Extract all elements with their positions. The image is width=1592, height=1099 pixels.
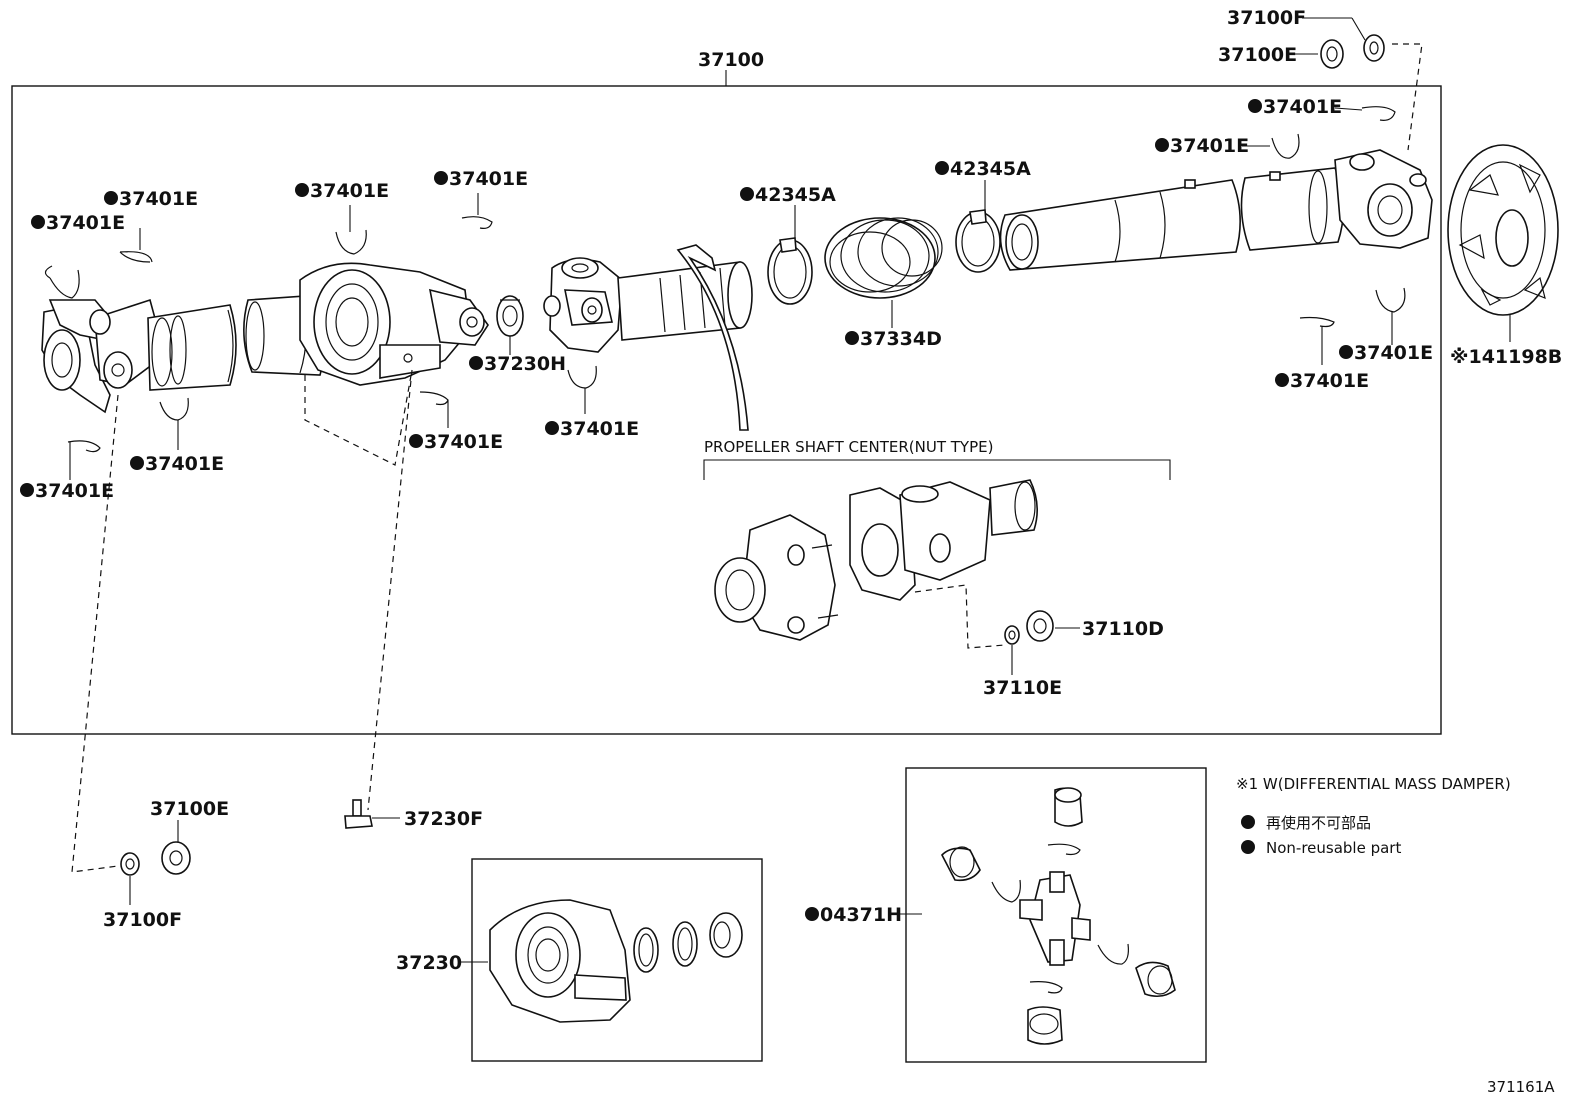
label-37401E: 37401E [46,212,125,234]
flange-nut-37230H [496,295,524,337]
differential-mass-damper [1447,144,1559,316]
label-37401E: 37401E [119,188,198,210]
label-37401E: 37401E [560,418,639,440]
rear-yoke-tube [1240,167,1345,251]
label-37230H: 37230H [484,353,566,375]
nut-37100E-bottom [161,841,191,875]
label-37401E: 37401E [35,480,114,502]
washer-37100F-top [1363,34,1385,62]
dust-boot [824,217,943,299]
universal-joint-spider-kit [941,787,1176,1045]
washer-37110E [1004,625,1020,645]
inset-title: PROPELLER SHAFT CENTER(NUT TYPE) [704,438,993,456]
nonreusable-bullets [20,99,1353,921]
center-bearing-kit [489,899,743,1023]
boot-clamp-right [955,209,1001,273]
label-37334D: 37334D [860,328,942,350]
label-37230: 37230 [396,952,462,974]
label-37230F: 37230F [404,808,483,830]
bolt-37230F [344,799,373,829]
center-yoke-flange [849,479,1038,601]
label-37401E: 37401E [1354,342,1433,364]
center-support-bearing [299,262,489,386]
nonreusable-marker-icon [1241,815,1255,829]
label-141198B: ※141198B [1450,346,1562,368]
label-37401E: 37401E [310,180,389,202]
center-bearing-kit-frame [471,858,763,1062]
spline-shaft [617,261,753,341]
nut-37110D [1026,610,1054,642]
flange-nut-37100E-top [1320,39,1344,69]
label-37401E: 37401E [1170,135,1249,157]
companion-flange [714,514,839,641]
assembly-number-label: 37100 [698,49,764,71]
legend-footnote: ※1 W(DIFFERENTIAL MASS DAMPER) [1236,775,1511,793]
front-yoke-flange [41,298,166,414]
rear-shaft-tube [999,179,1241,271]
boot-clamp-left [767,237,813,305]
front-shaft-tube [147,304,237,391]
label-37401E: 37401E [145,453,224,475]
label-37100E-top: 37100E [1218,44,1297,66]
inset-reference-arrow [676,244,749,431]
slip-yoke [543,257,623,353]
rear-yoke-flange [1334,149,1433,249]
label-37100F-bottom: 37100F [103,909,182,931]
label-37401E: 37401E [424,431,503,453]
figure-id: 371161A [1487,1078,1555,1096]
spider-kit-frame [905,767,1207,1063]
label-37100F-top: 37100F [1227,7,1306,29]
legend-nonreusable-jp: 再使用不可部品 [1266,814,1371,832]
leader-lines [69,17,1393,480]
label-04371H: 04371H [820,904,902,926]
label-37110D: 37110D [1082,618,1164,640]
label-42345A: 42345A [950,158,1031,180]
label-37110E: 37110E [983,677,1062,699]
legend-nonreusable-en: Non-reusable part [1266,839,1401,857]
label-37100E-bottom: 37100E [150,798,229,820]
label-37401E: 37401E [1263,96,1342,118]
label-37401E: 37401E [449,168,528,190]
label-37401E: 37401E [1290,370,1369,392]
washer-37100F-bottom [120,852,140,876]
nonreusable-marker-icon [1241,840,1255,854]
label-42345A: 42345A [755,184,836,206]
